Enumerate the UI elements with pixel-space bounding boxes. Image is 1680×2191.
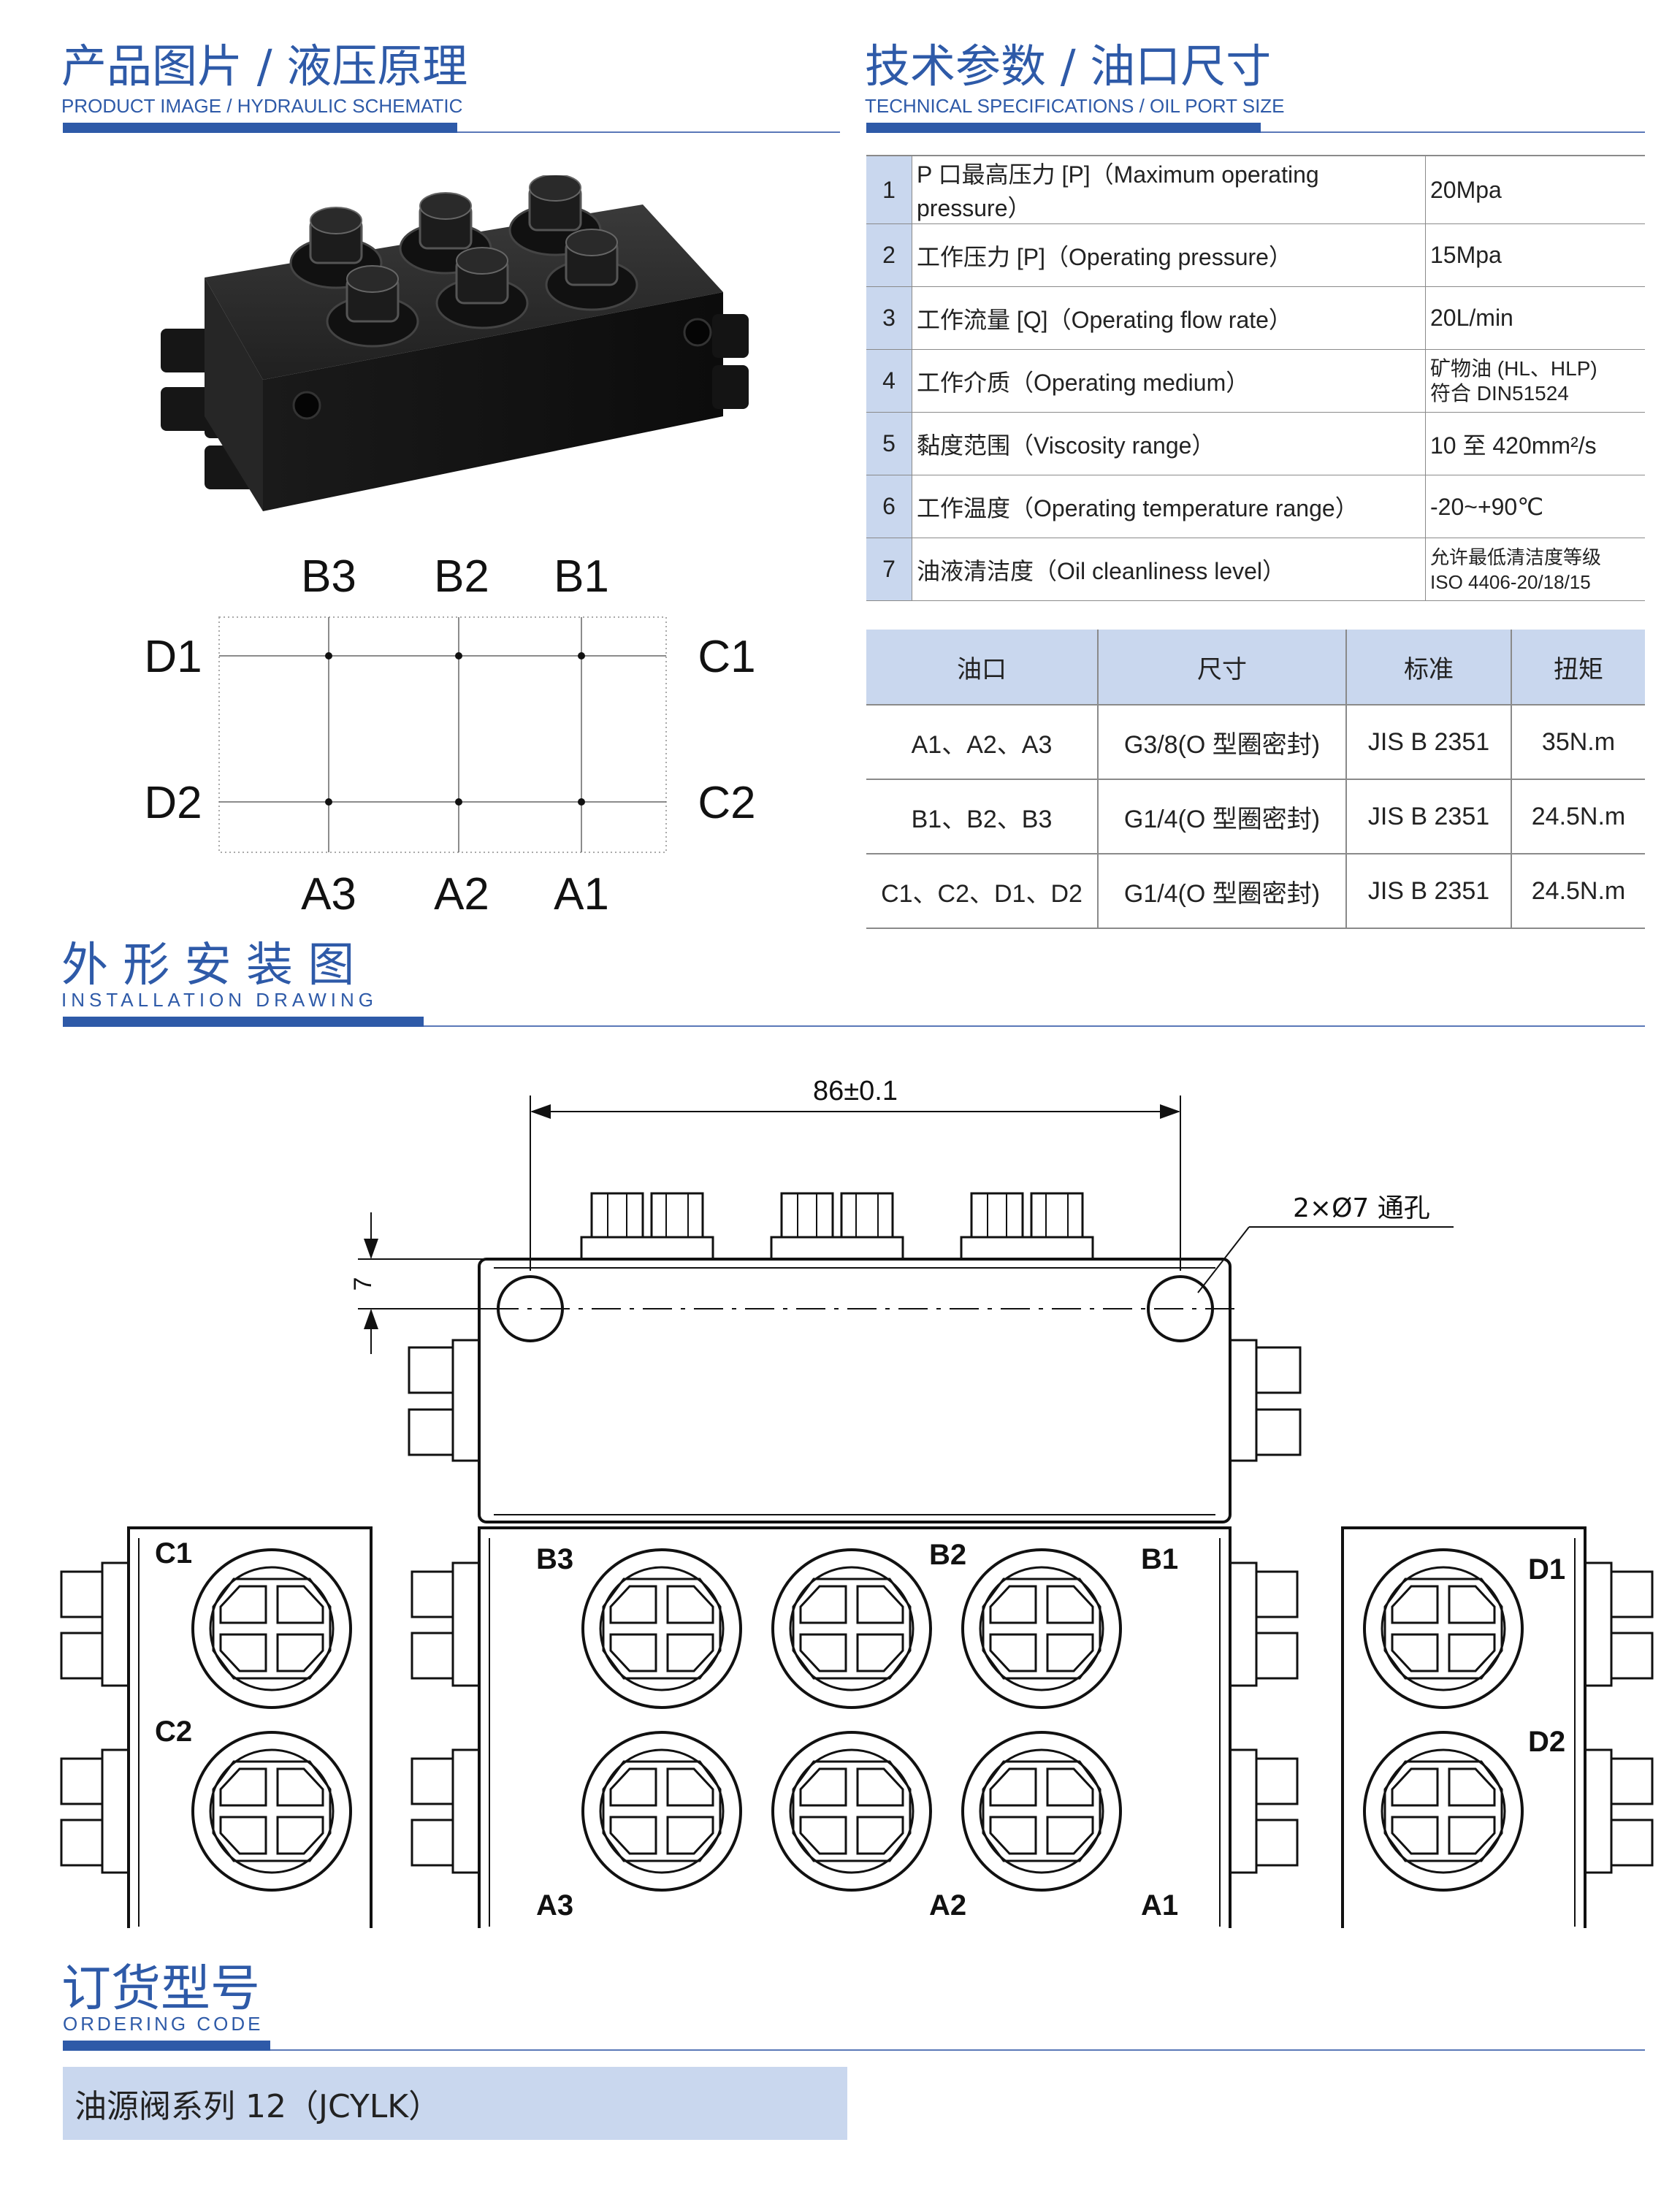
schematic-port-c2: C2 [698, 778, 755, 828]
schematic-port-b3: B3 [301, 551, 356, 602]
port-header: 扭矩 [1511, 630, 1645, 706]
port-row: C1、C2、D1、D2 G1/4(O 型圈密封) JIS B 2351 24.5… [866, 854, 1645, 929]
spec-value-line1: 允许最低清洁度等级 [1430, 546, 1602, 568]
product-section-subtitle: PRODUCT IMAGE / HYDRAULIC SCHEMATIC [61, 95, 463, 117]
port-cell: A1、A2、A3 [866, 705, 1099, 780]
spec-num: 3 [866, 286, 912, 350]
right-view-port-d2: D2 [1528, 1726, 1565, 1758]
install-section-title: 外 形 安 装 图 [61, 938, 355, 993]
spec-num: 7 [866, 538, 912, 601]
schematic-port-c1: C1 [698, 632, 755, 682]
port-cell: 24.5N.m [1511, 854, 1645, 929]
spec-row: 6 工作温度（Operating temperature range） -20~… [866, 475, 1645, 538]
port-cell: JIS B 2351 [1346, 854, 1512, 929]
port-cell: JIS B 2351 [1346, 779, 1512, 854]
spec-row: 1 P 口最高压力 [P]（Maximum operating pressure… [866, 155, 1645, 224]
ordering-header-bar [63, 2041, 270, 2051]
schematic-port-b2: B2 [434, 551, 489, 602]
schematic-port-a3: A3 [301, 869, 356, 919]
ordering-code-box [63, 2067, 847, 2140]
spec-row: 2 工作压力 [P]（Operating pressure） 15Mpa [866, 223, 1645, 287]
schematic-port-a2: A2 [434, 869, 489, 919]
spec-label: 工作压力 [P]（Operating pressure） [912, 223, 1426, 287]
spec-label: P 口最高压力 [P]（Maximum operating pressure） [912, 155, 1426, 224]
tech-section-subtitle: TECHNICAL SPECIFICATIONS / OIL PORT SIZE [865, 95, 1285, 117]
schematic-port-d1: D1 [144, 632, 202, 682]
schematic-port-d2: D2 [144, 778, 202, 828]
dim-width-label: 86±0.1 [813, 1076, 898, 1106]
port-header: 尺寸 [1098, 630, 1347, 706]
port-table: 油口 尺寸 标准 扭矩 A1、A2、A3 G3/8(O 型圈密封) JIS B … [866, 630, 1645, 929]
product-image [161, 175, 749, 511]
spec-value: 15Mpa [1425, 223, 1645, 287]
spec-value: 矿物油 (HL、HLP) 符合 DIN51524 [1425, 349, 1645, 413]
port-cell: B1、B2、B3 [866, 779, 1099, 854]
installation-drawing: 86±0.1 7 2×Ø7 通孔 C1 C2 [60, 1076, 1654, 1928]
ordering-section-subtitle: ORDERING CODE [63, 2013, 264, 2035]
spec-value-line2: 符合 DIN51524 [1430, 381, 1569, 405]
spec-num: 6 [866, 475, 912, 538]
left-view-port-c1: C1 [155, 1537, 192, 1569]
spec-num: 5 [866, 412, 912, 475]
port-cell: G3/8(O 型圈密封) [1098, 705, 1347, 780]
right-view-port-d1: D1 [1528, 1553, 1565, 1586]
port-cell: JIS B 2351 [1346, 705, 1512, 780]
spec-num: 4 [866, 349, 912, 413]
front-view-port-a3: A3 [536, 1889, 573, 1922]
install-header-bar [63, 1017, 424, 1027]
port-cell: G1/4(O 型圈密封) [1098, 779, 1347, 854]
spec-label: 黏度范围（Viscosity range） [912, 412, 1426, 475]
spec-row: 4 工作介质（Operating medium） 矿物油 (HL、HLP) 符合… [866, 349, 1645, 413]
port-header: 标准 [1346, 630, 1512, 706]
spec-value: 允许最低清洁度等级 ISO 4406-20/18/15 [1425, 538, 1645, 601]
port-cell: 35N.m [1511, 705, 1645, 780]
port-cell: C1、C2、D1、D2 [866, 854, 1099, 929]
spec-value: 20L/min [1425, 286, 1645, 350]
port-row: B1、B2、B3 G1/4(O 型圈密封) JIS B 2351 24.5N.m [866, 779, 1645, 854]
spec-value-line2: ISO 4406-20/18/15 [1430, 570, 1591, 593]
product-section-title: 产品图片 / 液压原理 [61, 39, 468, 93]
front-view-port-a2: A2 [929, 1889, 966, 1922]
spec-value: -20~+90℃ [1425, 475, 1645, 538]
spec-label: 工作流量 [Q]（Operating flow rate） [912, 286, 1426, 350]
spec-value: 10 至 420mm²/s [1425, 412, 1645, 475]
port-cell: 24.5N.m [1511, 779, 1645, 854]
spec-row: 5 黏度范围（Viscosity range） 10 至 420mm²/s [866, 412, 1645, 475]
port-row: A1、A2、A3 G3/8(O 型圈密封) JIS B 2351 35N.m [866, 705, 1645, 780]
schematic-port-b1: B1 [554, 551, 609, 602]
product-header-bar [63, 123, 457, 133]
spec-table: 1 P 口最高压力 [P]（Maximum operating pressure… [866, 155, 1645, 601]
port-header: 油口 [866, 630, 1099, 706]
tech-section-title: 技术参数 / 油口尺寸 [865, 39, 1272, 93]
spec-num: 2 [866, 223, 912, 287]
ordering-header-line [63, 2049, 1645, 2051]
schematic-port-a1: A1 [554, 869, 609, 919]
install-header-line [63, 1025, 1645, 1027]
ordering-code-text: 油源阀系列 12（JCYLK） [75, 2088, 441, 2125]
front-view-port-b2: B2 [929, 1539, 966, 1571]
spec-label: 油液清洁度（Oil cleanliness level） [912, 538, 1426, 601]
left-view-port-c2: C2 [155, 1716, 192, 1748]
spec-label: 工作介质（Operating medium） [912, 349, 1426, 413]
port-cell: G1/4(O 型圈密封) [1098, 854, 1347, 929]
ordering-section-title: 订货型号 [61, 1960, 261, 2018]
install-section-subtitle: INSTALLATION DRAWING [61, 989, 378, 1011]
dim-height-label: 7 [349, 1277, 377, 1291]
front-view-port-a1: A1 [1141, 1889, 1178, 1922]
spec-num: 1 [866, 155, 912, 224]
port-header-row: 油口 尺寸 标准 扭矩 [866, 630, 1645, 706]
hole-note: 2×Ø7 通孔 [1293, 1193, 1430, 1223]
spec-value: 20Mpa [1425, 155, 1645, 224]
tech-header-bar [866, 123, 1261, 133]
spec-row: 3 工作流量 [Q]（Operating flow rate） 20L/min [866, 286, 1645, 350]
hydraulic-schematic: B3 B2 B1 A3 A2 A1 D1 D2 C1 C2 [144, 551, 755, 919]
spec-row: 7 油液清洁度（Oil cleanliness level） 允许最低清洁度等级… [866, 538, 1645, 601]
front-view-port-b3: B3 [536, 1543, 573, 1575]
spec-value-line1: 矿物油 (HL、HLP) [1430, 356, 1597, 380]
front-view-port-b1: B1 [1141, 1543, 1178, 1575]
spec-label: 工作温度（Operating temperature range） [912, 475, 1426, 538]
